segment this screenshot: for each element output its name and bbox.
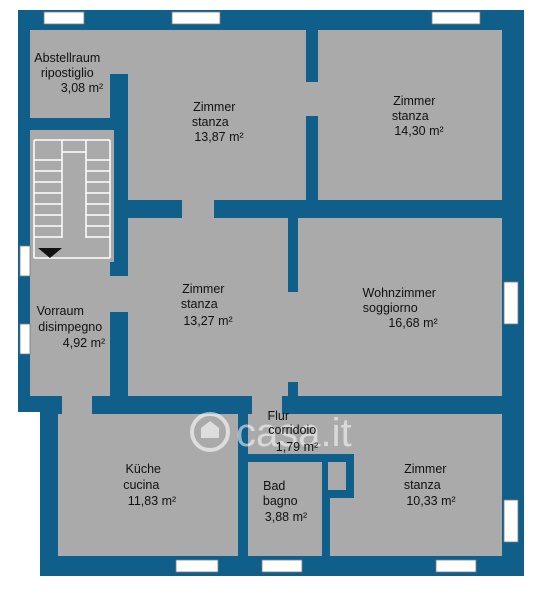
- doorway-3: [110, 276, 130, 312]
- label-line: Abstellraum: [34, 51, 100, 65]
- label-zimmer-4: Zimmer stanza 10,33 m²: [404, 462, 456, 508]
- label-line: ripostiglio: [41, 66, 94, 80]
- label-wohnzimmer: Wohnzimmer soggiorno 16,68 m²: [363, 286, 440, 330]
- window-top-3: [431, 11, 481, 25]
- room-stairs: [30, 130, 114, 262]
- room-vorraum: [30, 262, 110, 396]
- room-bad: [248, 456, 322, 556]
- room-zimmer-3: [128, 218, 288, 396]
- label-line: corridoio: [268, 423, 316, 437]
- stair-arrow-icon: [38, 248, 62, 258]
- label-line: 1,79 m²: [276, 440, 318, 454]
- window-top-1: [43, 11, 85, 25]
- outer-notch: [18, 412, 40, 576]
- label-zimmer-3: Zimmer stanza 13,27 m²: [181, 282, 233, 328]
- label-line: Zimmer: [393, 94, 435, 108]
- doorway-4: [286, 292, 300, 382]
- room-abstellraum-ext: [110, 30, 128, 74]
- label-abstellraum: Abstellraum ripostiglio 3,08 m²: [34, 51, 103, 95]
- label-line: bagno: [263, 494, 298, 508]
- label-line: 4,92 m²: [63, 336, 105, 350]
- label-line: Vorraum: [37, 304, 84, 318]
- doorway-5: [62, 394, 92, 416]
- label-line: Bad: [263, 479, 285, 493]
- label-line: soggiorno: [363, 301, 418, 315]
- room-zimmer-4: [328, 414, 502, 556]
- window-bottom-1: [175, 559, 219, 573]
- label-line: stanza: [181, 297, 218, 311]
- label-line: cucina: [123, 478, 159, 492]
- label-line: 3,88 m²: [265, 510, 307, 524]
- label-line: Wohnzimmer: [363, 286, 436, 300]
- window-right-1: [503, 281, 519, 325]
- label-line: stanza: [392, 109, 429, 123]
- label-zimmer-1: Zimmer stanza 13,87 m²: [192, 100, 244, 144]
- window-top-2: [171, 11, 221, 25]
- room-zimmer-1: [128, 30, 306, 200]
- label-line: Küche: [126, 462, 161, 476]
- label-line: 11,83 m²: [128, 494, 176, 508]
- label-line: 16,68 m²: [388, 316, 437, 330]
- label-line: 3,08 m²: [61, 81, 103, 95]
- casa-logo: [190, 412, 230, 452]
- label-line: Zimmer: [193, 100, 235, 114]
- label-line: 13,87 m²: [194, 130, 243, 144]
- label-bad: Bad bagno 3,88 m²: [263, 479, 307, 524]
- doorway-2: [306, 82, 320, 116]
- room-zimmer-2: [318, 30, 502, 200]
- inner-wall-4: [238, 454, 354, 462]
- label-line: Flur: [267, 409, 289, 423]
- label-kueche: Küche cucina 11,83 m²: [123, 462, 176, 508]
- doorway-6: [252, 394, 282, 416]
- label-line: 10,33 m²: [406, 494, 455, 508]
- window-bottom-3: [435, 559, 477, 573]
- inner-wall-2: [322, 490, 350, 498]
- staircase: [33, 139, 111, 259]
- doorway-1: [182, 198, 214, 220]
- window-right-2: [503, 499, 519, 543]
- watermark-text: casa.it: [236, 411, 352, 455]
- window-left-1: [19, 245, 31, 277]
- label-line: 14,30 m²: [394, 124, 443, 138]
- label-line: stanza: [192, 115, 229, 129]
- label-line: disimpegno: [38, 320, 102, 334]
- window-bottom-2: [261, 559, 303, 573]
- label-zimmer-2: Zimmer stanza 14,30 m²: [392, 94, 444, 138]
- inner-wall-1: [322, 490, 330, 556]
- room-wohnzimmer: [298, 218, 502, 396]
- label-line: Zimmer: [182, 282, 224, 296]
- inner-wall-3: [346, 454, 354, 498]
- label-vorraum: Vorraum disimpegno 4,92 m²: [37, 304, 106, 350]
- label-line: 13,27 m²: [183, 314, 232, 328]
- label-flur: Flur corridoio 1,79 m²: [267, 409, 319, 454]
- room-abstellraum: [30, 30, 110, 118]
- label-line: stanza: [404, 478, 441, 492]
- window-left-2: [19, 323, 31, 355]
- label-line: Zimmer: [404, 462, 446, 476]
